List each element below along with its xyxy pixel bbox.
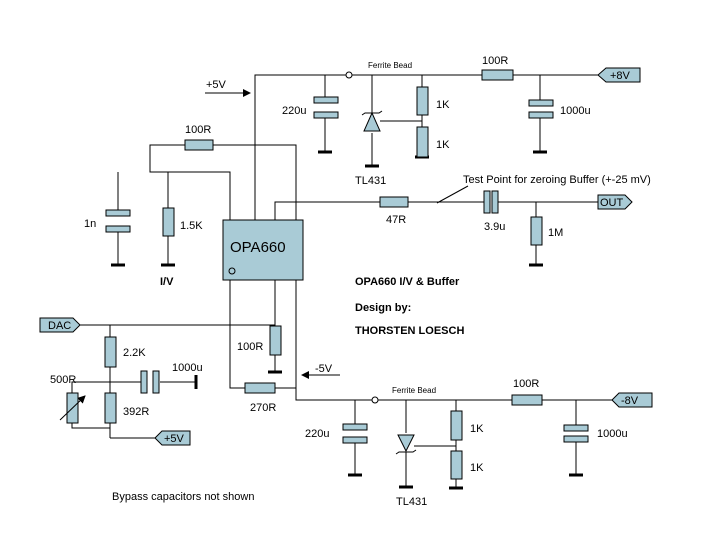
r-feedback-label: 100R — [185, 124, 211, 136]
capacitor-1000u-dac — [140, 370, 160, 394]
rail-minus5v-label: -5V — [315, 363, 333, 375]
r-47r-label: 47R — [386, 214, 406, 226]
port-out-label: OUT — [600, 197, 624, 209]
r-2k2-label: 2.2K — [123, 347, 146, 359]
port-out: OUT — [597, 194, 633, 210]
r-1k-a-label: 1K — [436, 99, 450, 111]
r-100r-bias-label: 100R — [237, 341, 263, 353]
title-line1: OPA660 I/V & Buffer — [355, 276, 460, 288]
resistor-392r — [104, 392, 117, 424]
test-point-label: Test Point for zeroing Buffer (+-25 mV) — [463, 174, 651, 186]
r-270r-label: 270R — [250, 402, 276, 414]
resistor-1k-b — [416, 126, 429, 158]
potentiometer-500r — [59, 392, 86, 424]
iv-label: I/V — [160, 276, 174, 288]
resistor-1m — [530, 216, 543, 246]
r-1k-c-label: 1K — [470, 423, 484, 435]
r-top-100r-label: 100R — [482, 55, 508, 67]
resistor-47r — [379, 196, 409, 208]
r-1m-label: 1M — [548, 227, 563, 239]
resistor-1k5 — [162, 207, 175, 237]
pot-500r-label: 500R — [50, 374, 76, 386]
r-1k-b-label: 1K — [436, 139, 450, 151]
bypass-note: Bypass capacitors not shown — [112, 491, 254, 503]
rail-plus5v-label: +5V — [206, 79, 227, 91]
r-bottom-100r-label: 100R — [513, 378, 539, 390]
resistor-100r-bottom — [511, 394, 543, 406]
port-dac: DAC — [39, 317, 81, 333]
resistor-100r-feedback — [184, 139, 214, 151]
port-minus8v-label: -8V — [621, 395, 639, 407]
resistor-1k-d — [450, 450, 463, 480]
c-220u-bottom-label: 220u — [305, 428, 329, 440]
capacitor-1000u-top — [528, 99, 554, 119]
resistor-100r-top — [481, 69, 514, 81]
ferrite-bead-top-label: Ferrite Bead — [368, 61, 412, 70]
resistor-100r-bias — [269, 325, 282, 356]
ferrite-bead-top — [345, 71, 353, 79]
wires — [71, 74, 612, 488]
c-1000u-dac-label: 1000u — [172, 362, 203, 374]
opa660-chip — [222, 219, 304, 281]
title-line3: THORSTEN LOESCH — [355, 325, 464, 337]
port-plus8v-label: +8V — [610, 70, 631, 82]
port-plus5v-bottom: +5V — [154, 430, 191, 446]
c-1000u-bottom-label: 1000u — [597, 428, 628, 440]
title-line2: Design by: — [355, 302, 411, 314]
r-392r-label: 392R — [123, 406, 149, 418]
port-minus8v: -8V — [611, 392, 653, 408]
capacitor-220u-top — [313, 96, 339, 119]
ground-symbols — [111, 150, 583, 490]
c-3u9-label: 3.9u — [484, 221, 505, 233]
tl431-top — [361, 110, 383, 132]
r-1k5-label: 1.5K — [180, 220, 203, 232]
r-1k-d-label: 1K — [470, 462, 484, 474]
c-220u-top-label: 220u — [282, 105, 306, 117]
c-1n-label: 1n — [84, 218, 96, 230]
resistor-1k-a — [416, 86, 429, 116]
port-plus5v-bottom-label: +5V — [164, 433, 185, 445]
ferrite-bead-bottom — [371, 396, 379, 404]
capacitor-1n — [105, 209, 131, 233]
resistor-1k-c — [450, 410, 463, 441]
chip-label: OPA660 — [230, 239, 286, 256]
port-dac-label: DAC — [48, 320, 71, 332]
resistor-270r — [244, 382, 276, 394]
tl431-bottom-label: TL431 — [396, 496, 427, 508]
capacitor-3u9 — [483, 190, 499, 214]
capacitor-1000u-bottom — [563, 424, 589, 443]
resistor-2k2 — [104, 336, 117, 368]
tl431-top-label: TL431 — [355, 175, 386, 187]
ferrite-bead-bottom-label: Ferrite Bead — [392, 386, 436, 395]
c-1000u-top-label: 1000u — [560, 105, 591, 117]
port-plus8v: +8V — [597, 67, 641, 83]
tl431-bottom — [395, 434, 417, 455]
capacitor-220u-bottom — [342, 423, 368, 444]
